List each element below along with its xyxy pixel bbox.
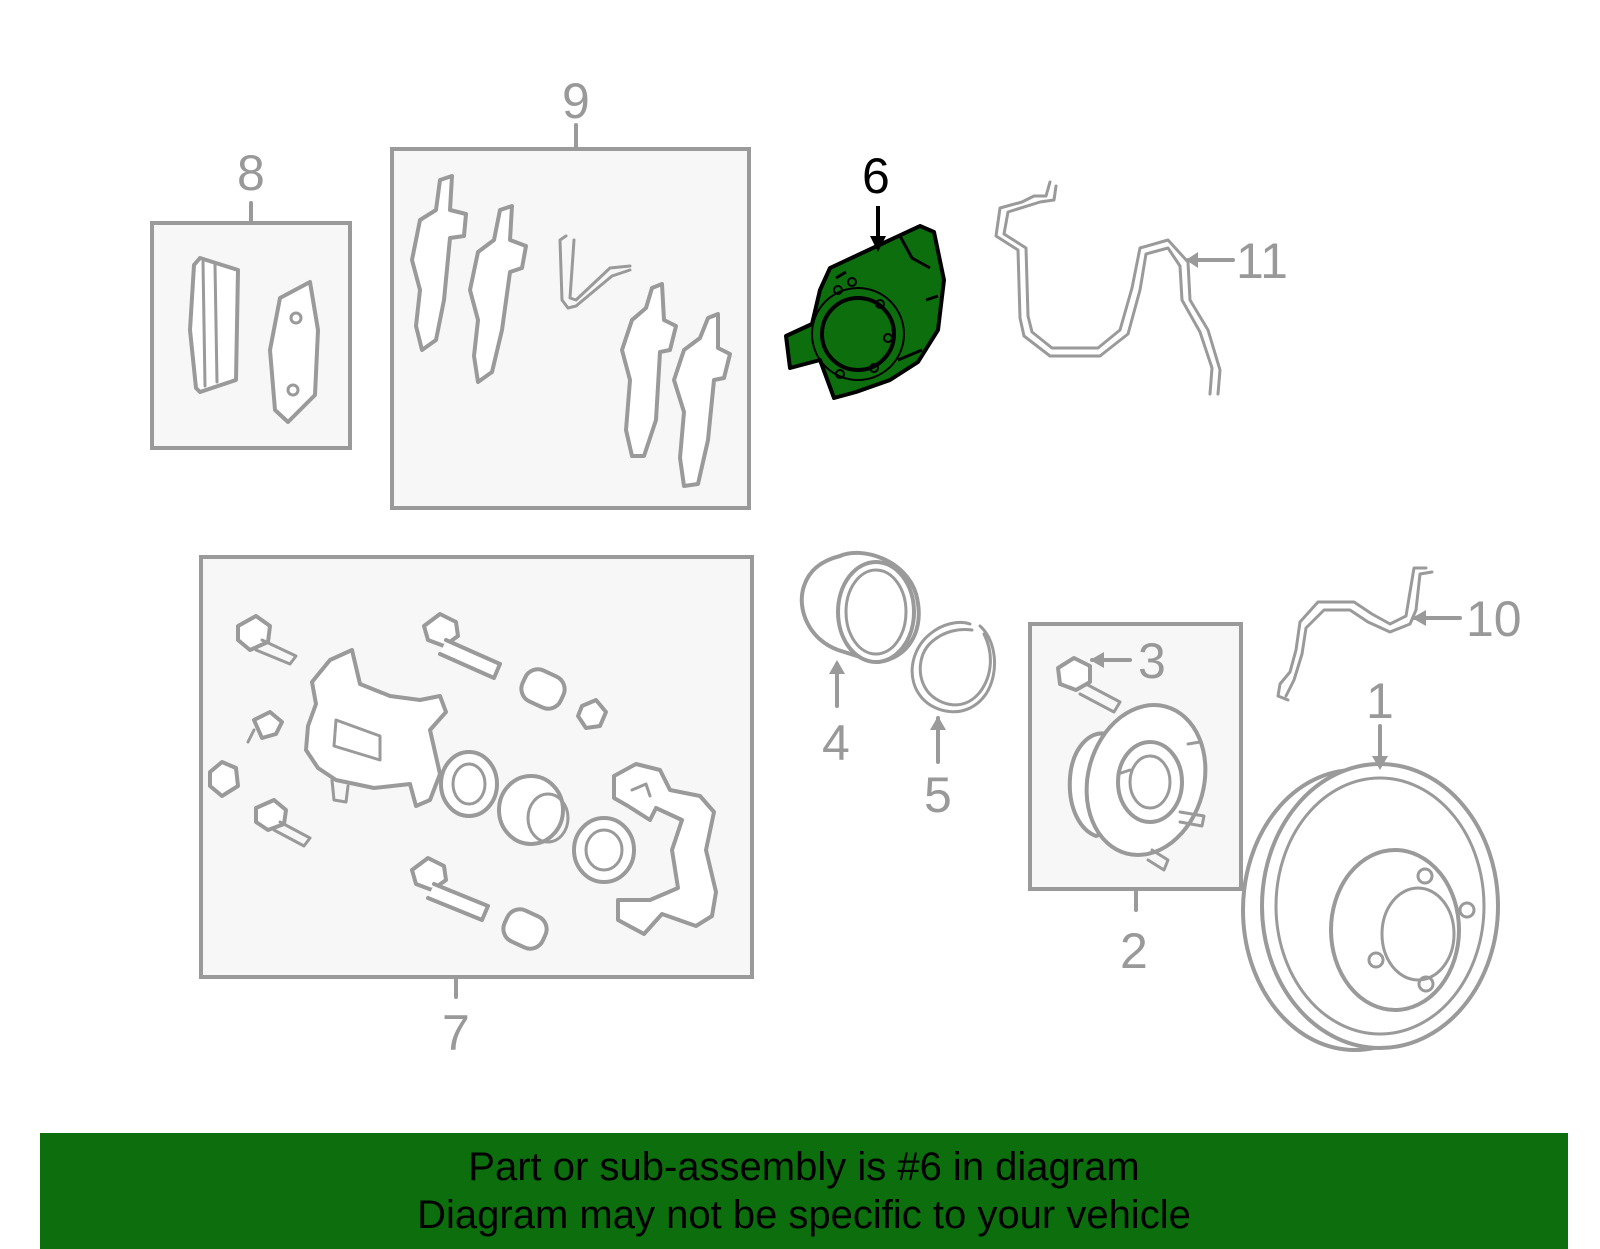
part-1-brake-rotor[interactable] (1241, 724, 1500, 1052)
part-11-abs-sensor-harness[interactable] (994, 180, 1235, 396)
part-10-brake-hose[interactable] (1276, 566, 1462, 702)
info-banner: Part or sub-assembly is #6 in diagram Di… (40, 1133, 1568, 1249)
callout-6[interactable]: 6 (862, 148, 890, 204)
part-4-wheel-bearing[interactable] (799, 550, 921, 708)
part-7-caliper-assembly[interactable] (199, 555, 754, 999)
banner-line-part: Part or sub-assembly is #6 in diagram (468, 1145, 1140, 1189)
callout-3[interactable]: 3 (1138, 633, 1166, 689)
callout-10[interactable]: 10 (1466, 591, 1522, 647)
part-5-snap-ring[interactable] (910, 620, 997, 764)
part-8-brake-pads[interactable] (150, 201, 352, 450)
callout-4[interactable]: 4 (822, 715, 850, 771)
callout-8[interactable]: 8 (237, 145, 265, 201)
callout-5[interactable]: 5 (924, 767, 952, 823)
callout-1[interactable]: 1 (1366, 673, 1394, 729)
banner-line-disclaimer: Diagram may not be specific to your vehi… (417, 1193, 1191, 1237)
part-6-dust-shield[interactable] (784, 206, 946, 400)
brake-parts-diagram: 1 2 3 4 5 6 7 8 9 10 11 (150, 73, 1522, 1061)
callout-11[interactable]: 11 (1236, 233, 1288, 289)
callout-7[interactable]: 7 (442, 1005, 470, 1061)
part-3-hub-bolt[interactable] (1056, 652, 1132, 714)
part-9-hardware-kit[interactable] (390, 123, 751, 510)
callout-2[interactable]: 2 (1120, 923, 1148, 979)
callout-9[interactable]: 9 (562, 73, 590, 129)
